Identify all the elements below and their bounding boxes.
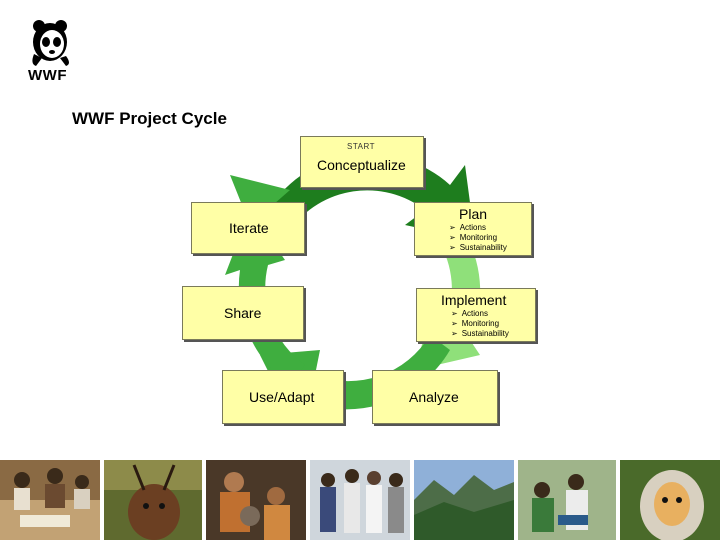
staff-group-photo xyxy=(310,460,410,540)
page-title: WWF Project Cycle xyxy=(72,109,227,129)
step-iterate: Iterate xyxy=(191,202,305,254)
project-cycle-diagram: START Conceptualize Plan Actions Monitor… xyxy=(180,130,540,440)
start-label: START xyxy=(347,142,375,151)
monkey-photo xyxy=(620,460,720,540)
step-label: Implement xyxy=(441,292,506,308)
wwf-logo-text: WWF xyxy=(28,67,67,84)
step-use-adapt: Use/Adapt xyxy=(222,370,344,424)
step-label: Use/Adapt xyxy=(249,389,314,405)
step-plan: Plan Actions Monitoring Sustainability xyxy=(414,202,532,256)
bullet-item: Actions xyxy=(449,223,507,233)
plan-bullets: Actions Monitoring Sustainability xyxy=(449,223,507,253)
step-conceptualize: START Conceptualize xyxy=(300,136,424,188)
step-implement: Implement Actions Monitoring Sustainabil… xyxy=(416,288,536,342)
bullet-item: Monitoring xyxy=(451,319,509,329)
field-workers-photo xyxy=(0,460,100,540)
step-share: Share xyxy=(182,286,304,340)
step-label: Analyze xyxy=(409,389,459,405)
bullet-item: Sustainability xyxy=(449,243,507,253)
step-label: Plan xyxy=(459,206,487,222)
bullet-item: Actions xyxy=(451,309,509,319)
bullet-item: Monitoring xyxy=(449,233,507,243)
bullet-item: Sustainability xyxy=(451,329,509,339)
step-analyze: Analyze xyxy=(372,370,498,424)
implement-bullets: Actions Monitoring Sustainability xyxy=(451,309,509,339)
step-label: Share xyxy=(224,305,261,321)
monk-photo xyxy=(206,460,306,540)
step-label: Conceptualize xyxy=(317,157,406,173)
deer-photo xyxy=(104,460,202,540)
photo-strip xyxy=(0,460,720,540)
step-label: Iterate xyxy=(229,220,269,236)
forest-mountains-photo xyxy=(414,460,514,540)
survey-team-photo xyxy=(518,460,616,540)
